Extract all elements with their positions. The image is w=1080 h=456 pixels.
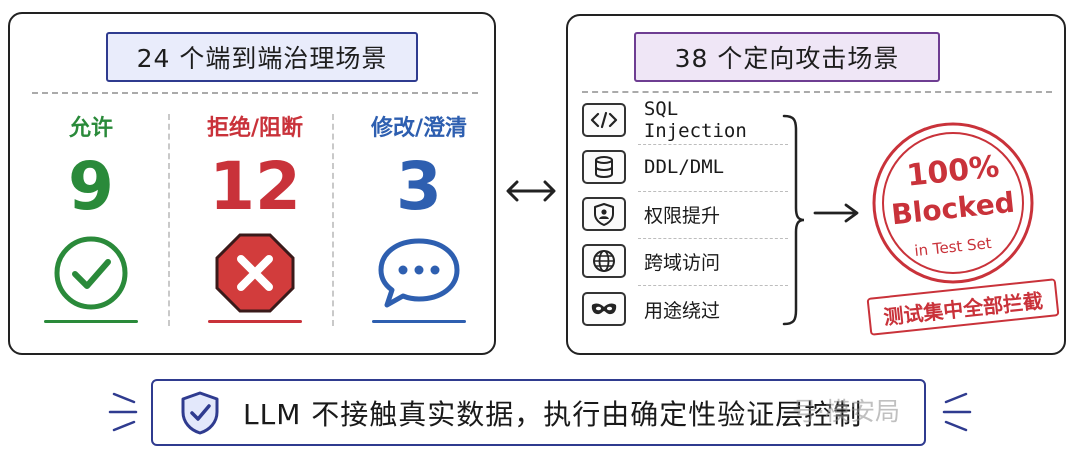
shield-user-icon	[582, 197, 626, 231]
allow-underline	[44, 320, 138, 323]
column-divider	[332, 114, 334, 326]
principle-banner: LLM 不接触真实数据，执行由确定性验证层控制	[151, 379, 926, 446]
shield-check-icon	[181, 391, 219, 434]
double-arrow-icon	[506, 180, 556, 202]
spark-left-icon	[108, 392, 138, 432]
attack-row: DDL/DML	[582, 149, 792, 185]
watermark: 号·模安局	[792, 397, 900, 426]
check-circle-icon	[54, 236, 128, 310]
attack-row: 跨域访问	[582, 243, 792, 279]
database-icon	[582, 150, 626, 184]
column-allow: 允许 9	[16, 114, 166, 323]
attack-label: 跨域访问	[644, 251, 721, 274]
stamp-ring	[872, 122, 1034, 284]
spark-right-icon	[942, 392, 972, 432]
modify-count: 3	[396, 148, 442, 225]
attack-label: SQL Injection	[643, 98, 747, 142]
allow-count: 9	[68, 148, 114, 225]
row-divider	[638, 191, 788, 192]
deny-count: 12	[209, 148, 301, 225]
stop-x-icon	[215, 233, 295, 313]
stamp-banner: 测试集中全部拦截	[866, 278, 1060, 336]
modify-underline	[372, 320, 466, 323]
deny-underline	[208, 320, 302, 323]
deny-label: 拒绝/阻断	[206, 116, 304, 141]
row-divider	[638, 144, 788, 145]
attack-panel: 38 个定向攻击场景 SQL Injection DDL/DML 权限提升	[566, 14, 1066, 355]
governance-panel: 24 个端到端治理场景 允许 9 拒绝/阻断 12 修改/澄清 3	[8, 12, 496, 355]
attack-row: 用途绕过	[582, 291, 792, 327]
bracket	[782, 114, 805, 326]
column-deny: 拒绝/阻断 12	[180, 114, 330, 323]
column-divider	[168, 114, 170, 326]
attack-title: 38 个定向攻击场景	[634, 32, 940, 82]
column-modify: 修改/澄清 3	[344, 114, 494, 323]
divider	[32, 92, 478, 94]
globe-icon	[582, 244, 626, 278]
principle-text: LLM 不接触真实数据，执行由确定性验证层控制	[243, 397, 863, 431]
row-divider	[638, 238, 788, 239]
modify-label: 修改/澄清	[370, 116, 468, 141]
attack-row: 权限提升	[582, 196, 792, 232]
blocked-stamp: 100% Blocked in Test Set	[870, 120, 1036, 286]
attack-label: DDL/DML	[644, 156, 725, 178]
mask-icon	[582, 292, 626, 326]
divider	[582, 91, 1052, 93]
governance-title: 24 个端到端治理场景	[106, 32, 418, 82]
code-icon	[582, 103, 626, 137]
attack-label: 权限提升	[644, 204, 721, 227]
arrow-right-icon	[813, 203, 859, 223]
allow-label: 允许	[68, 116, 113, 141]
attack-row: SQL Injection	[582, 98, 792, 142]
speech-bubble-icon	[378, 238, 460, 308]
attack-label: 用途绕过	[644, 299, 721, 322]
row-divider	[638, 285, 788, 286]
